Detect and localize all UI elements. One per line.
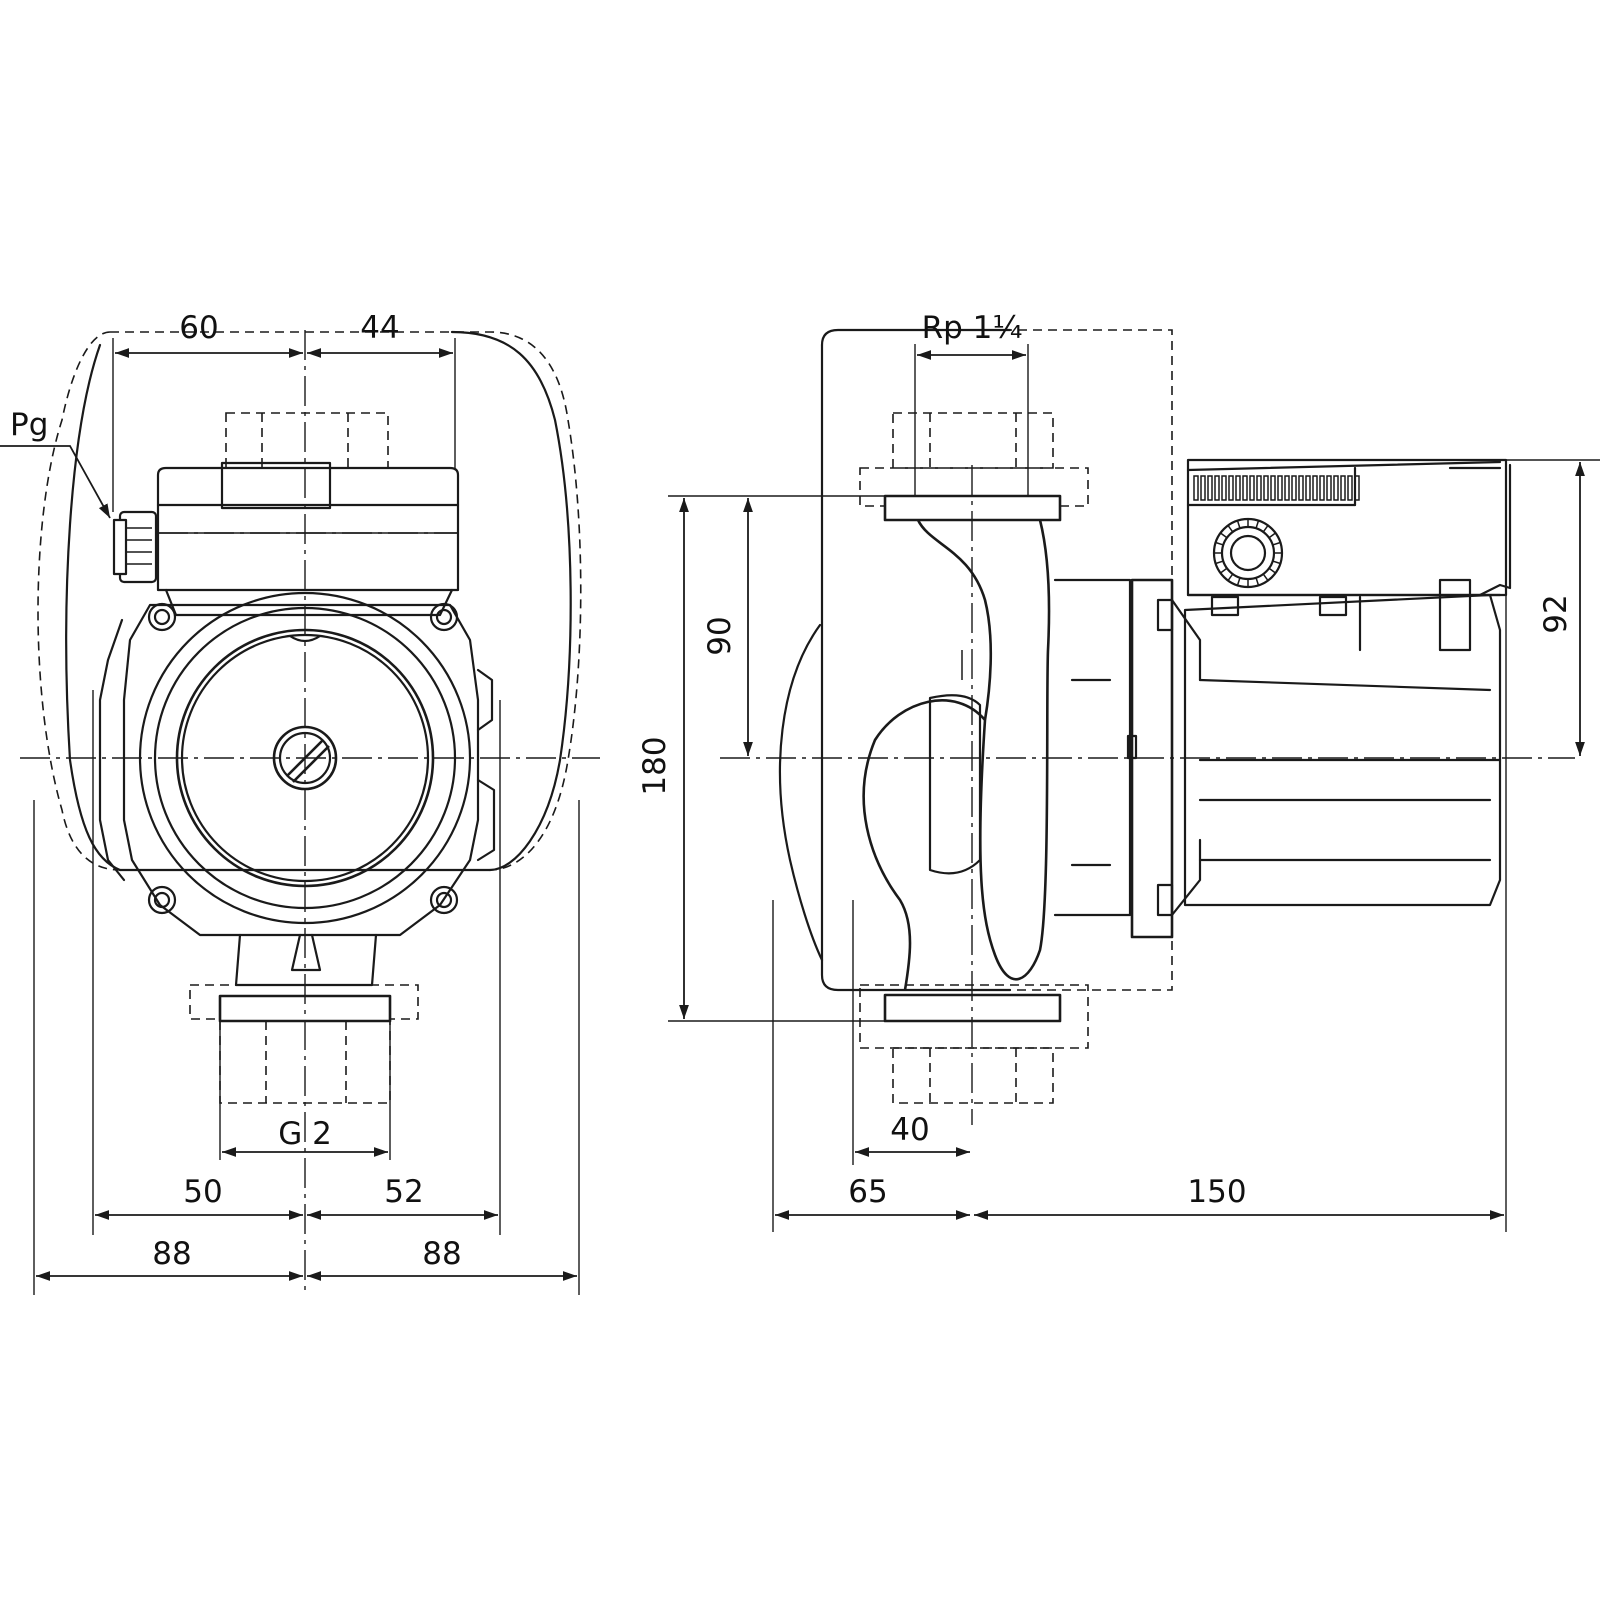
vent-slot — [1256, 475, 1262, 501]
label-dim-44: 44 — [360, 310, 399, 346]
vent-slot — [1354, 475, 1360, 501]
front-pump-housing — [122, 603, 480, 937]
side-vent-slots — [1193, 475, 1360, 501]
knob-tooth — [1255, 520, 1260, 529]
knob-tooth — [1268, 532, 1276, 539]
label-dim-52: 52 — [384, 1174, 423, 1210]
pg-leader-line — [0, 445, 111, 519]
label-dim-88-right: 88 — [422, 1236, 461, 1272]
vent-slot — [1319, 475, 1325, 501]
label-rp-thread: Rp 1¼ — [922, 310, 1023, 346]
side-casing-outline — [821, 329, 1173, 991]
vent-slot — [1312, 475, 1318, 501]
side-connector-block — [1438, 578, 1472, 652]
label-dim-50: 50 — [183, 1174, 222, 1210]
knob-tooth — [1236, 520, 1241, 529]
side-top-pipe-outline — [892, 412, 1054, 469]
vent-slot — [1333, 475, 1339, 501]
knob-tooth — [1215, 560, 1224, 565]
vent-slot — [1263, 475, 1269, 501]
side-volute — [862, 519, 1051, 991]
vent-slot — [1221, 475, 1227, 501]
side-motor-flange — [1053, 578, 1132, 917]
vent-slot — [1270, 475, 1276, 501]
front-view — [0, 330, 600, 1295]
vent-slot — [1200, 475, 1206, 501]
vent-slot — [1235, 475, 1241, 501]
vent-slot — [1207, 475, 1213, 501]
vent-slot — [1193, 475, 1199, 501]
vent-slot — [1347, 475, 1353, 501]
label-dim-88-left: 88 — [152, 1236, 191, 1272]
label-dim-92: 92 — [1538, 594, 1574, 633]
knob-tooth — [1227, 573, 1234, 581]
knob-tooth — [1236, 577, 1241, 586]
knob-tooth — [1220, 567, 1228, 574]
vent-slot — [1242, 475, 1248, 501]
knob-tooth — [1268, 567, 1276, 574]
knob-tooth — [1272, 541, 1281, 546]
knob-tooth — [1255, 577, 1260, 586]
vent-slot — [1291, 475, 1297, 501]
vent-slot — [1326, 475, 1332, 501]
knob-tooth — [1227, 525, 1234, 533]
label-dim-65: 65 — [848, 1174, 887, 1210]
side-view — [668, 328, 1600, 1232]
side-motor-can — [1183, 593, 1502, 907]
vent-slot — [1228, 475, 1234, 501]
vent-slot — [1277, 475, 1283, 501]
dimension-labels: 60 44 Pg G 2 50 52 88 88 Rp 1¼ 90 180 92… — [10, 310, 1574, 1272]
vent-slot — [1284, 475, 1290, 501]
vent-slot — [1305, 475, 1311, 501]
label-dim-150: 150 — [1187, 1174, 1246, 1210]
side-bottom-pipe-outline — [892, 1047, 1054, 1104]
knob-tooth — [1262, 525, 1269, 533]
label-dim-180: 180 — [637, 736, 673, 795]
vent-slot — [1298, 475, 1304, 501]
vent-slot — [1249, 475, 1255, 501]
label-dim-90: 90 — [702, 616, 738, 655]
vent-slot — [1214, 475, 1220, 501]
label-pg: Pg — [10, 407, 48, 443]
label-dim-40: 40 — [890, 1112, 929, 1148]
vent-slot — [1340, 475, 1346, 501]
label-dim-60: 60 — [179, 310, 218, 346]
front-bolts — [147, 602, 459, 915]
knob-tooth — [1262, 573, 1269, 581]
knob-tooth — [1272, 560, 1281, 565]
knob-tooth — [1220, 532, 1228, 539]
front-terminal-box — [156, 466, 460, 592]
knob-tooth — [1215, 541, 1224, 546]
label-g2: G 2 — [278, 1116, 332, 1152]
